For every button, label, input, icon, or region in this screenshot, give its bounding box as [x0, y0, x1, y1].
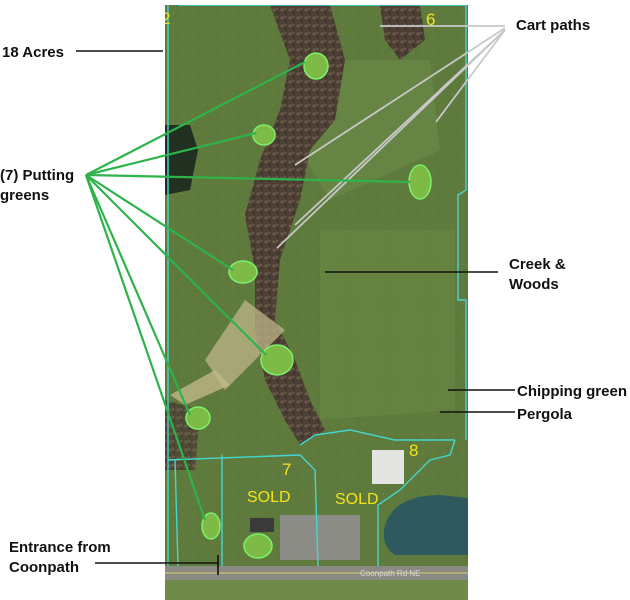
- boundary-line: [457, 5, 467, 440]
- creek-label-line2: Woods: [509, 276, 559, 293]
- cart-paths-label: Cart paths: [516, 17, 591, 34]
- boundary-line: [167, 454, 319, 567]
- creek-label-line1: Creek &: [509, 256, 566, 273]
- putting-greens-label-line1: (7) Putting: [0, 167, 75, 184]
- clubhouse-building: [372, 450, 404, 484]
- black-leader-lines: [76, 50, 515, 575]
- sand-area: [205, 300, 285, 390]
- green-leader-3: [85, 173, 411, 184]
- putting-greens: [185, 52, 432, 559]
- green-leader-5: [85, 174, 267, 356]
- lot-number-8: 8: [409, 441, 418, 460]
- woods-corner: [380, 5, 425, 60]
- pond: [383, 495, 468, 555]
- cart-path-leaders: [276, 25, 506, 249]
- cart-path-leader: [276, 29, 506, 249]
- putting-green-1: [303, 52, 329, 80]
- chipping-green-bottom: [243, 533, 273, 559]
- putting-green-5: [260, 344, 294, 376]
- cart-path-leader: [294, 27, 506, 166]
- chipping-green-label: Chipping green: [517, 383, 627, 400]
- entrance-label-line2: Coonpath: [9, 559, 79, 576]
- green-leader-1: [85, 61, 306, 176]
- lot-number-top-left: 2: [161, 9, 170, 28]
- lot-number-top-right: 6: [426, 10, 435, 29]
- entrance-label: Entrance from Coonpath: [9, 538, 129, 578]
- putting-green-7: [201, 512, 221, 540]
- fairway-patch: [320, 230, 455, 420]
- cart-path-leader: [439, 29, 506, 91]
- boundary-line: [174, 459, 179, 567]
- sold-label-lot8: SOLD: [335, 491, 379, 508]
- putting-greens-label: (7) Putting greens: [0, 166, 90, 206]
- boundary-line: [299, 429, 455, 446]
- entrance-label-line1: Entrance from: [9, 539, 111, 556]
- parking-lot: [280, 515, 360, 560]
- shed: [250, 518, 274, 532]
- boundary-line: [377, 439, 456, 566]
- acres-label: 18 Acres: [2, 44, 64, 61]
- lot-number-7: 7: [282, 460, 291, 479]
- green-leader-4: [85, 174, 234, 271]
- pergola-label: Pergola: [517, 406, 573, 423]
- aerial-photo: Coonpath Rd NE 2 6 7 8 SOLD: [161, 5, 468, 600]
- putting-green-2: [252, 124, 276, 146]
- putting-green-3: [408, 164, 432, 200]
- road-name-label: Coonpath Rd NE: [360, 569, 420, 578]
- creek-woods-label: Creek & Woods: [509, 255, 599, 295]
- property-boundaries: [167, 5, 467, 567]
- green-leader-6: [84, 174, 192, 416]
- putting-green-6: [185, 406, 211, 430]
- cart-path-leader: [435, 29, 506, 123]
- putting-green-4: [228, 260, 258, 284]
- roadside-grass: [165, 580, 468, 600]
- green-leader-2: [85, 131, 257, 177]
- sand-area: [170, 370, 230, 405]
- putting-green-leaders: [84, 61, 411, 521]
- putting-greens-label-line2: greens: [0, 187, 50, 204]
- sold-label-lot7: SOLD: [247, 489, 291, 506]
- green-leader-7: [84, 174, 207, 521]
